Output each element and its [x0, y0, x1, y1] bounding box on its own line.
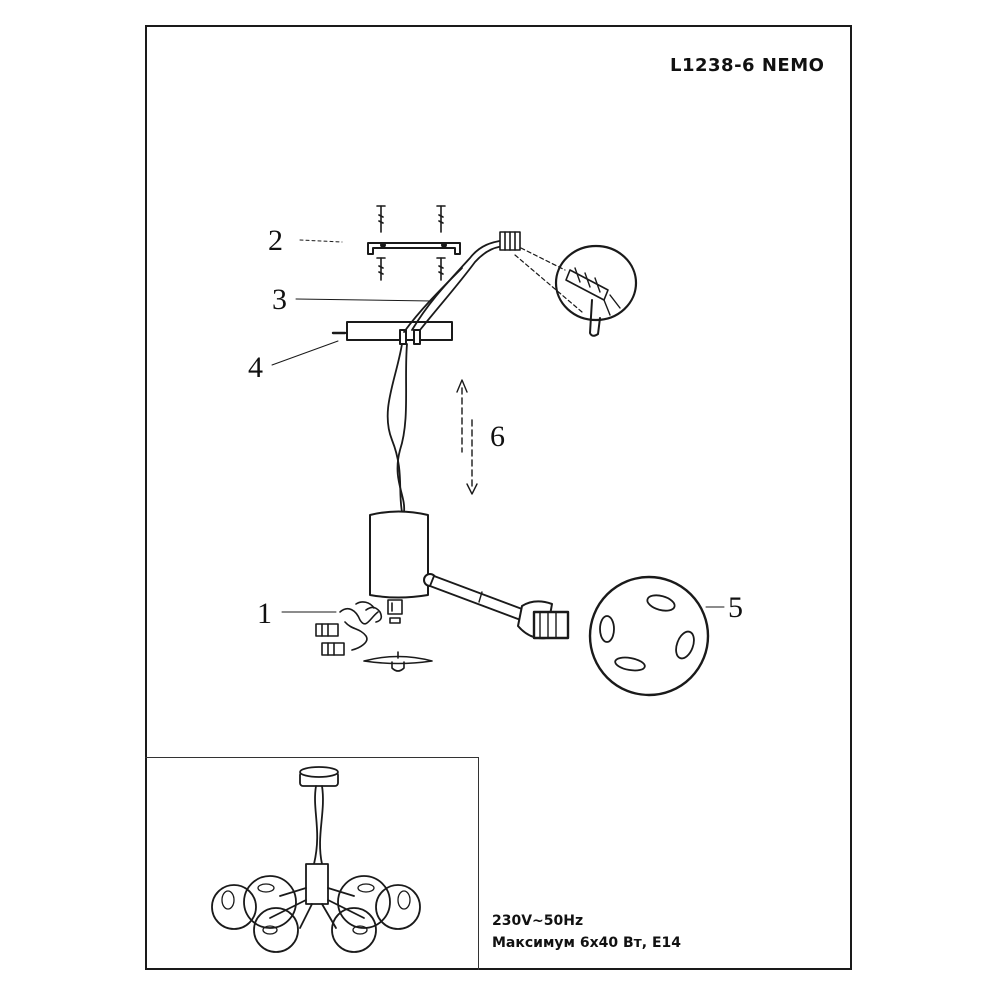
callout-1: 1	[257, 597, 272, 630]
terminal-detail-circle	[554, 244, 638, 337]
mounting-bracket	[367, 242, 461, 255]
leader-lines	[271, 239, 725, 613]
ceiling-canopy	[346, 321, 453, 345]
spec-voltage: 230V~50Hz	[492, 913, 584, 929]
central-body	[369, 510, 429, 599]
terminal-block-icon	[499, 231, 521, 251]
lamp-arm	[423, 573, 570, 640]
model-title: L1238-6 NEMO	[670, 55, 825, 76]
callout-2: 2	[268, 224, 283, 257]
callout-3: 3	[272, 283, 287, 316]
screw-icon	[376, 205, 446, 281]
lampholder-parts	[315, 599, 433, 672]
callout-4: 4	[248, 351, 263, 384]
assembled-view-panel	[145, 757, 479, 970]
spec-power: Максимум 6х40 Вт, E14	[492, 935, 682, 951]
height-adjust-arrow	[456, 379, 478, 495]
page-border	[145, 25, 852, 970]
assembled-chandelier	[211, 766, 421, 953]
glass-shade	[588, 575, 710, 697]
callout-5: 5	[728, 591, 743, 624]
callout-6: 6	[490, 420, 505, 453]
supply-wires	[403, 239, 509, 333]
zoom-lines	[514, 247, 583, 313]
suspension-cable	[386, 343, 408, 513]
